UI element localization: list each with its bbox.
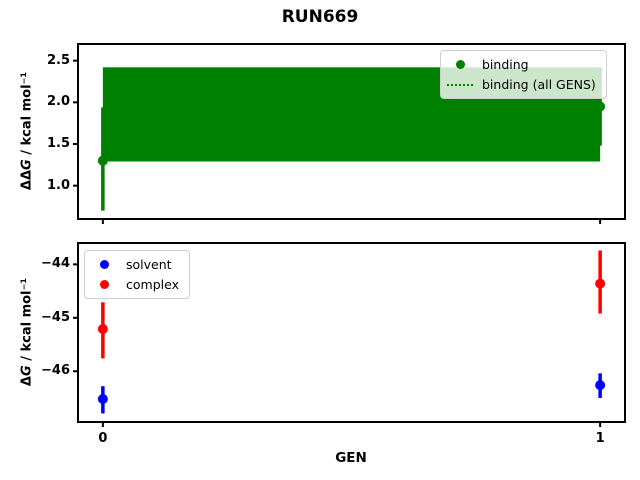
legend-label-binding-all-gens: binding (all GENS) <box>482 77 596 92</box>
complex-point <box>595 278 606 289</box>
legend-label-solvent: solvent <box>126 257 172 272</box>
solvent-point <box>97 394 108 405</box>
binding-all-gens-dotted-line-icon <box>447 83 473 86</box>
complex-point <box>97 324 108 335</box>
legend-label-complex: complex <box>126 277 179 292</box>
x-tick-label: 0 <box>98 431 108 446</box>
complex-dot-icon <box>99 280 109 289</box>
legend-symbol-cell <box>447 60 473 69</box>
legend-binding: binding binding (all GENS) <box>440 50 607 99</box>
y-tick-label: 2.5 <box>46 52 70 68</box>
legend-symbol-cell <box>91 260 117 269</box>
y-tick-label: 1.5 <box>46 136 70 151</box>
legend-symbol-cell <box>91 280 117 289</box>
legend-components: solvent complex <box>84 250 190 299</box>
legend-entry-complex: complex <box>91 276 179 293</box>
figure-title: RUN669 <box>281 7 359 27</box>
y-tick-label: 2.0 <box>46 94 70 110</box>
binding-point <box>97 155 108 166</box>
x-axis-label: GEN <box>335 450 367 466</box>
y-tick-label: 1.0 <box>46 177 70 193</box>
y-tick-label: −46 <box>41 363 70 379</box>
legend-entry-solvent: solvent <box>91 256 179 273</box>
solvent-point <box>595 380 606 391</box>
top-y-axis-label: ΔΔG / kcal mol⁻¹ <box>19 71 35 191</box>
x-tick-label: 1 <box>595 431 605 446</box>
axes-frame <box>77 43 626 220</box>
binding-point <box>595 101 606 112</box>
y-tick-label: −45 <box>41 309 70 325</box>
y-tick-label: −44 <box>41 256 70 272</box>
legend-entry-binding: binding <box>447 56 596 73</box>
legend-entry-binding-all-gens: binding (all GENS) <box>447 76 596 93</box>
legend-label-binding: binding <box>482 57 529 72</box>
solvent-dot-icon <box>99 260 109 269</box>
binding-dot-icon <box>455 60 465 69</box>
axes-frame <box>77 242 626 423</box>
legend-symbol-cell <box>447 83 473 86</box>
